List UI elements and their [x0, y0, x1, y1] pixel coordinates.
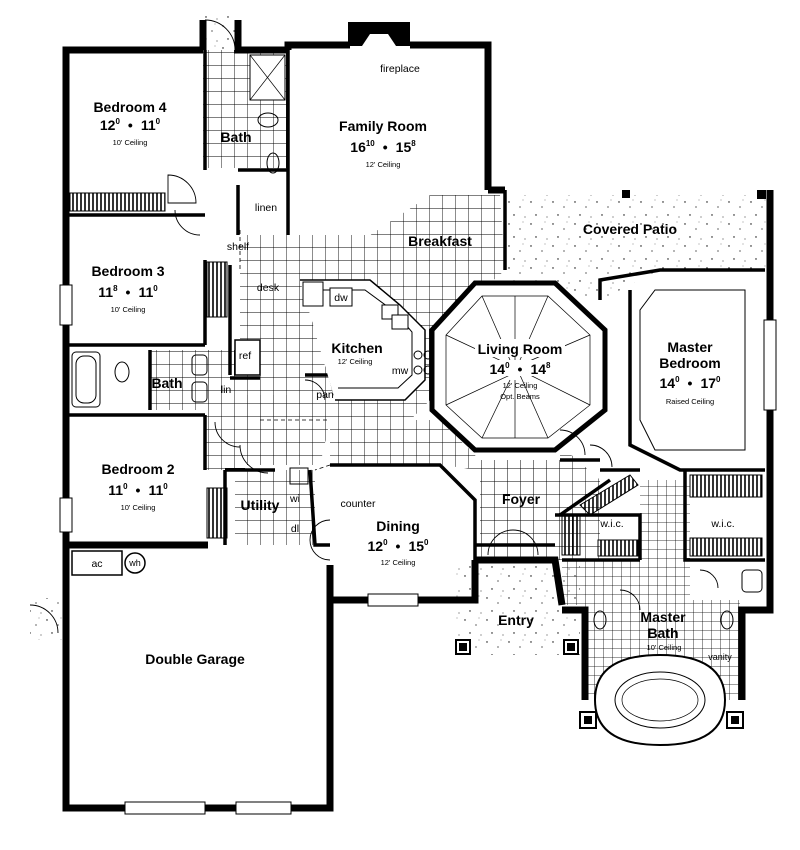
room-bedroom-3: Bedroom 3 118•110 10' Ceiling [91, 263, 164, 314]
pantry-label: pan [316, 389, 334, 401]
room-name-line2: Bedroom [659, 355, 720, 371]
room-name: Kitchen [331, 340, 382, 356]
ac-wh-units [71, 550, 146, 576]
raised-ceiling-outline [639, 289, 746, 451]
room-name-line2: Bath [647, 625, 678, 641]
covered-patio-label: Covered Patio [583, 221, 677, 237]
linen-label: linen [255, 202, 277, 214]
shelf-label: shelf [227, 241, 249, 253]
interior-walls [66, 50, 765, 562]
ceiling-note-2: Opt. Beams [500, 392, 540, 401]
room-name: Dining [376, 518, 420, 534]
ceiling-note: 12' Ceiling [503, 381, 538, 390]
counter-label: counter [340, 498, 376, 510]
ceiling-note: Raised Ceiling [666, 397, 714, 406]
room-dimensions: 140•170 [660, 375, 722, 391]
room-bedroom-4: Bedroom 4 120•110 10' Ceiling [93, 99, 166, 147]
room-dimensions: 140•148 [490, 361, 552, 377]
room-master-bedroom: Master Bedroom 140•170 Raised Ceiling [659, 339, 721, 406]
room-dimensions: 120•110 [100, 117, 161, 133]
room-dimensions: 120•150 [368, 538, 430, 554]
bath-fixtures [71, 54, 763, 630]
columns [455, 190, 766, 729]
entry-label: Entry [498, 612, 534, 628]
dw-label: dw [334, 292, 348, 304]
foyer-label: Foyer [502, 491, 541, 507]
misc-labels: Bath Bath linen shelf Breakfast Covered … [91, 129, 734, 667]
desk-label: desk [257, 282, 280, 294]
room-master-bath: Master Bath 10' Ceiling vanity [640, 609, 732, 662]
room-dining: Dining 120•150 12' Ceiling counter [340, 498, 429, 567]
closets [69, 192, 763, 557]
wi-label: wi [289, 493, 300, 505]
room-living: Living Room 140•148 12' Ceiling Opt. Bea… [475, 339, 565, 401]
room-dimensions: 110•110 [108, 482, 168, 498]
room-name: Family Room [339, 118, 427, 134]
room-name: Bedroom 4 [93, 99, 166, 115]
windows [59, 284, 777, 815]
double-garage-label: Double Garage [145, 651, 245, 667]
dashed-openings [239, 230, 331, 471]
room-name: Living Room [478, 341, 563, 357]
wh-label: wh [128, 558, 141, 568]
dl-label: dl [291, 523, 299, 535]
room-kitchen: Kitchen 12' Ceiling dw mw ref desk pan l… [221, 282, 409, 401]
wic-left-label: w.i.c. [599, 518, 623, 530]
room-dimensions: 118•110 [98, 284, 158, 300]
ceiling-note: 12' Ceiling [338, 357, 373, 366]
ceiling-note: 10' Ceiling [113, 138, 148, 147]
room-dimensions: 1610•158 [350, 139, 416, 155]
linen-closet-label: lin [221, 384, 232, 396]
bath-mid-label: Bath [151, 375, 182, 391]
utility-label: Utility [241, 497, 280, 513]
room-family: fireplace Family Room 1610•158 12' Ceili… [339, 63, 427, 169]
ceiling-note: 12' Ceiling [366, 160, 401, 169]
room-name: Bedroom 2 [101, 461, 174, 477]
ceiling-note: 10' Ceiling [111, 305, 146, 314]
master-bath-tub [593, 653, 727, 747]
doors [29, 19, 719, 634]
ref-label: ref [239, 350, 251, 362]
room-name-line1: Master [640, 609, 686, 625]
room-name-line1: Master [667, 339, 713, 355]
ceiling-note: 10' Ceiling [121, 503, 156, 512]
room-bedroom-2: Bedroom 2 110•110 10' Ceiling [101, 461, 174, 512]
fireplace-icon [348, 22, 410, 46]
breakfast-label: Breakfast [408, 233, 472, 249]
mw-label: mw [392, 365, 409, 377]
ceiling-note: 12' Ceiling [381, 558, 416, 567]
bath-top-label: Bath [220, 129, 251, 145]
wic-right-label: w.i.c. [710, 518, 734, 530]
ceiling-note: 10' Ceiling [647, 643, 682, 652]
patio-fill [30, 15, 770, 655]
room-name: Bedroom 3 [91, 263, 164, 279]
fireplace-label: fireplace [380, 63, 420, 75]
ac-label: ac [91, 558, 102, 570]
vanity-label: vanity [708, 652, 732, 662]
